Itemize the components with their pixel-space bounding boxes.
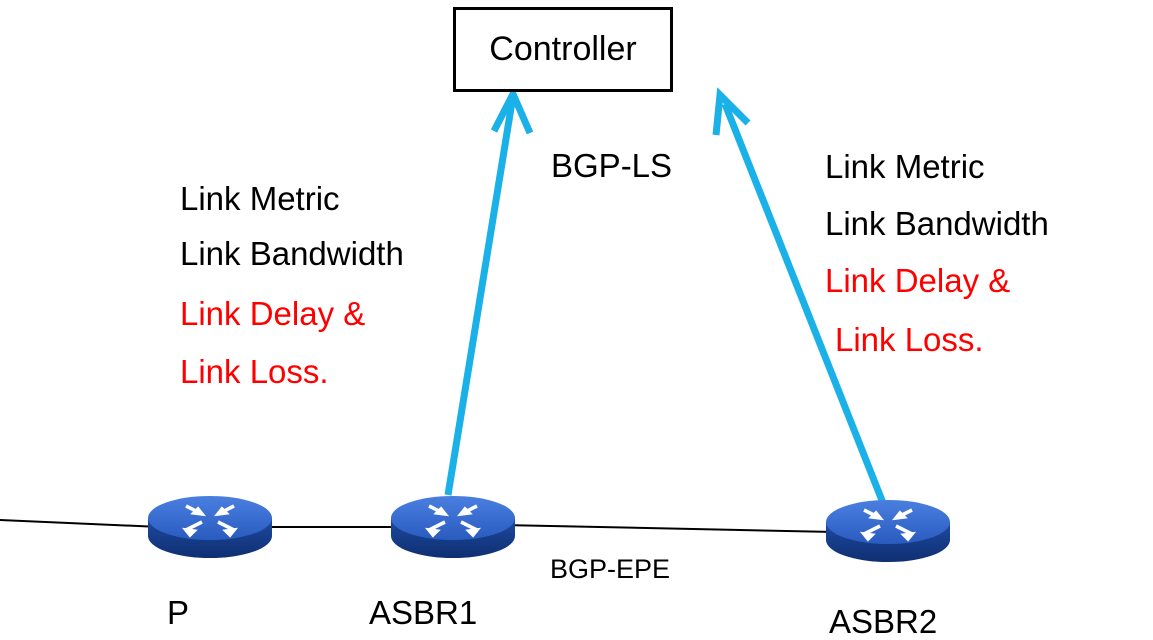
router-icon bbox=[148, 496, 272, 558]
controller-box: Controller bbox=[453, 7, 673, 92]
node-label-asbr2: ASBR2 bbox=[829, 603, 938, 640]
right-link-delay: Link Delay & bbox=[825, 262, 1011, 299]
node-label-p: P bbox=[167, 594, 190, 631]
right-link-metric: Link Metric bbox=[825, 148, 985, 185]
right-link-loss: Link Loss. bbox=[835, 321, 984, 358]
bgp-ls-arrow-asbr2 bbox=[712, 87, 889, 510]
bgp-epe-label: BGP-EPE bbox=[550, 554, 671, 584]
left-link-bandwidth: Link Bandwidth bbox=[180, 235, 404, 272]
bgp-ls-label: BGP-LS bbox=[551, 147, 673, 184]
left-link-delay: Link Delay & bbox=[180, 295, 366, 332]
left-link-loss: Link Loss. bbox=[180, 353, 329, 390]
controller-label: Controller bbox=[489, 30, 637, 68]
router-icon bbox=[391, 496, 515, 558]
bgp-ls-arrow-asbr1 bbox=[444, 85, 534, 496]
node-label-asbr1: ASBR1 bbox=[369, 594, 478, 631]
left-link-metric: Link Metric bbox=[180, 180, 340, 217]
router-icon bbox=[826, 500, 950, 562]
right-link-bandwidth: Link Bandwidth bbox=[825, 205, 1049, 242]
link-external-to-p bbox=[0, 519, 161, 528]
link-asbr1-to-asbr2 bbox=[504, 524, 836, 533]
